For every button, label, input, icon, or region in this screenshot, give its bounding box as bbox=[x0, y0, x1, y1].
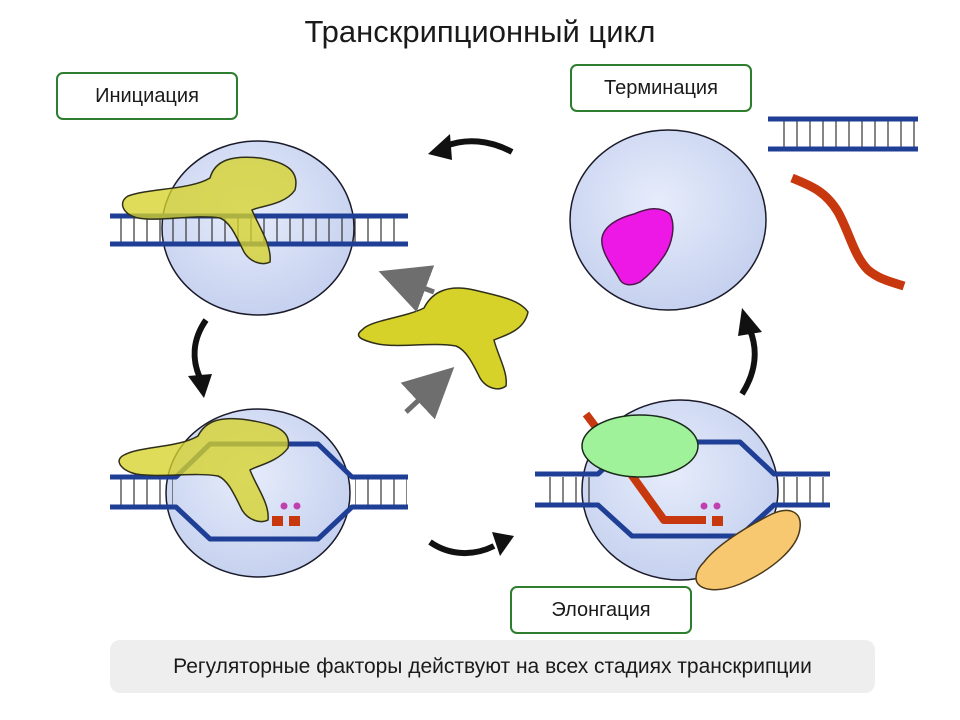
dna-bubble-elongation bbox=[535, 439, 830, 539]
transcription-factor-open-complex bbox=[118, 417, 290, 523]
dna-bubble-open-complex bbox=[110, 441, 408, 542]
initiation-complex bbox=[110, 140, 408, 316]
cycle-arrow-termination-to-initiation bbox=[428, 134, 514, 160]
diagram-title: Транскрипционный цикл bbox=[304, 14, 656, 49]
free-transcription-factor bbox=[357, 287, 529, 390]
cycle-arrow-initiation-to-open bbox=[188, 318, 212, 398]
open-complex bbox=[110, 408, 408, 578]
orange-protein bbox=[695, 509, 801, 591]
label-termination: Терминация bbox=[570, 64, 752, 112]
footer-note: Регуляторные факторы действуют на всех с… bbox=[110, 640, 875, 693]
termination-complex bbox=[569, 129, 767, 311]
magenta-protein bbox=[601, 208, 674, 286]
label-elongation: Элонгация bbox=[510, 586, 692, 634]
nucleotide-marks-elongation bbox=[700, 502, 723, 526]
label-initiation: Инициация bbox=[56, 72, 238, 120]
elongation-complex bbox=[535, 399, 830, 591]
cycle-arrow-elongation-to-termination bbox=[738, 308, 762, 396]
transcription-factor-initiation bbox=[121, 156, 297, 265]
cycle-arrow-open-to-elongation bbox=[428, 532, 514, 557]
nucleotide-marks-open-complex bbox=[272, 502, 301, 526]
released-dna bbox=[768, 116, 918, 152]
released-rna bbox=[790, 173, 906, 291]
gray-arrow-from-elongation bbox=[400, 366, 455, 420]
gray-arrow-to-initiation bbox=[378, 265, 435, 313]
green-protein bbox=[581, 414, 699, 478]
